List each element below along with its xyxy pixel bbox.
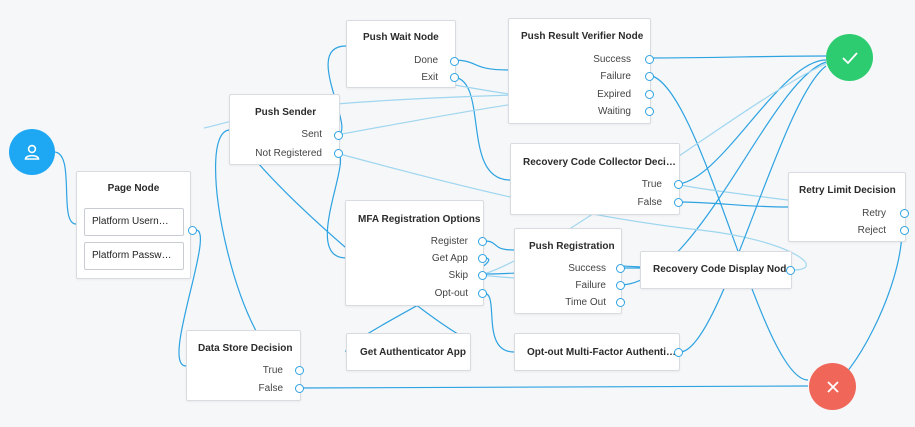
recovery-code-collector-node[interactable]: Recovery Code Collector Decis… True Fals… [510, 143, 683, 215]
output-port-get-app[interactable] [478, 254, 487, 263]
output-port-expired[interactable] [645, 90, 654, 99]
output-label-skip: Skip [448, 270, 468, 281]
output-label-get-app: Get App [431, 253, 468, 264]
failure-node[interactable] [809, 363, 856, 410]
data-store-decision-node[interactable]: Data Store Decision True False [186, 330, 304, 401]
output-label-retry: Retry [862, 208, 886, 219]
output-label-failure: Failure [575, 280, 606, 291]
node-title: Get Authenticator App [360, 347, 466, 358]
success-node[interactable] [826, 34, 873, 81]
output-label-opt-out: Opt-out [434, 288, 468, 299]
output-label-false: False [637, 197, 662, 208]
output-port-failure[interactable] [645, 72, 654, 81]
output-port-opt-out[interactable] [478, 289, 487, 298]
output-port-success[interactable] [645, 55, 654, 64]
node-title: Recovery Code Collector Decis… [523, 157, 678, 168]
wire-notreg-mfa [326, 152, 347, 259]
output-port-sent[interactable] [334, 131, 343, 140]
output-port[interactable] [786, 266, 795, 275]
page-node[interactable]: Page Node Platform Usern… Platform Passw… [76, 171, 197, 279]
output-label-sent: Sent [301, 129, 322, 140]
output-port-retry[interactable] [900, 209, 909, 218]
platform-password-field[interactable]: Platform Passw… [84, 242, 184, 270]
output-label-exit: Exit [421, 72, 438, 83]
output-port-register[interactable] [478, 237, 487, 246]
wire-page-datastore [178, 229, 201, 367]
output-label-true: True [641, 179, 662, 190]
output-port-exit[interactable] [450, 73, 459, 82]
wire-collector-false-retry [675, 201, 789, 208]
checkmark-icon [841, 51, 858, 64]
get-authenticator-app-node[interactable]: Get Authenticator App [346, 333, 471, 371]
output-port-true[interactable] [674, 180, 683, 189]
wire-exit-collector [451, 76, 511, 181]
mfa-registration-options-node[interactable]: MFA Registration Options Register Get Ap… [345, 200, 487, 306]
output-port-true[interactable] [295, 366, 304, 375]
output-port-success[interactable] [616, 264, 625, 273]
output-label-not-registered: Not Registered [255, 148, 322, 159]
node-title: Push Registration [529, 241, 615, 252]
output-label-false: False [258, 383, 283, 394]
recovery-code-display-node[interactable]: Recovery Code Display Node [640, 251, 795, 289]
output-label-failure: Failure [600, 71, 631, 82]
wire-datastore-false-failure [296, 385, 809, 389]
output-label-true: True [262, 365, 283, 376]
output-label-waiting: Waiting [598, 106, 631, 117]
output-port[interactable] [674, 348, 683, 357]
node-title: Push Result Verifier Node [521, 31, 644, 42]
wire-optout-optoutnode [483, 292, 515, 353]
wire-optout-success [679, 65, 827, 353]
output-label-success: Success [593, 54, 631, 65]
wire-display-back [335, 152, 807, 271]
platform-username-field[interactable]: Platform Usern… [84, 208, 184, 236]
wire-verifier-success [646, 55, 827, 59]
wire-start-page [53, 151, 77, 225]
node-title: Data Store Decision [198, 343, 293, 354]
wire-verifier-failure [646, 74, 809, 381]
output-port-false[interactable] [674, 198, 683, 207]
output-label-done: Done [414, 55, 438, 66]
push-wait-node[interactable]: Push Wait Node Done Exit [346, 20, 459, 88]
node-title: Push Wait Node [363, 32, 439, 43]
node-title: Recovery Code Display Node [653, 264, 792, 275]
push-registration-node[interactable]: Push Registration Success Failure Time O… [514, 228, 625, 314]
user-icon [24, 144, 40, 160]
wire-done-verifier [451, 59, 509, 71]
node-title: Retry Limit Decision [799, 185, 896, 196]
node-title: MFA Registration Options [358, 214, 481, 225]
node-title: Page Node [107, 183, 160, 194]
output-port-failure[interactable] [616, 281, 625, 290]
opt-out-mfa-node[interactable]: Opt-out Multi-Factor Authenti… [514, 333, 683, 371]
push-sender-node[interactable]: Push Sender Sent Not Registered [229, 94, 343, 165]
node-title: Push Sender [255, 107, 317, 118]
wire-collector-true-success [675, 59, 827, 185]
node-title: Opt-out Multi-Factor Authenti… [527, 347, 677, 358]
output-port-skip[interactable] [478, 271, 487, 280]
push-result-verifier-node[interactable]: Push Result Verifier Node Success Failur… [508, 18, 654, 124]
output-label-success: Success [568, 263, 606, 274]
output-port[interactable] [188, 226, 197, 235]
output-port-time-out[interactable] [616, 298, 625, 307]
output-port-reject[interactable] [900, 226, 909, 235]
output-label-register: Register [430, 236, 468, 247]
wire-register-pushreg [483, 240, 515, 251]
output-port-waiting[interactable] [645, 107, 654, 116]
output-label-expired: Expired [597, 89, 631, 100]
output-label-reject: Reject [857, 225, 886, 236]
wire-reject-failure [829, 228, 903, 387]
retry-limit-decision-node[interactable]: Retry Limit Decision Retry Reject [788, 172, 909, 242]
x-icon [826, 380, 839, 393]
output-port-done[interactable] [450, 57, 459, 66]
start-node[interactable] [9, 129, 55, 175]
output-port-not-registered[interactable] [334, 149, 343, 158]
output-label-time-out: Time Out [565, 297, 606, 308]
output-port-false[interactable] [295, 384, 304, 393]
